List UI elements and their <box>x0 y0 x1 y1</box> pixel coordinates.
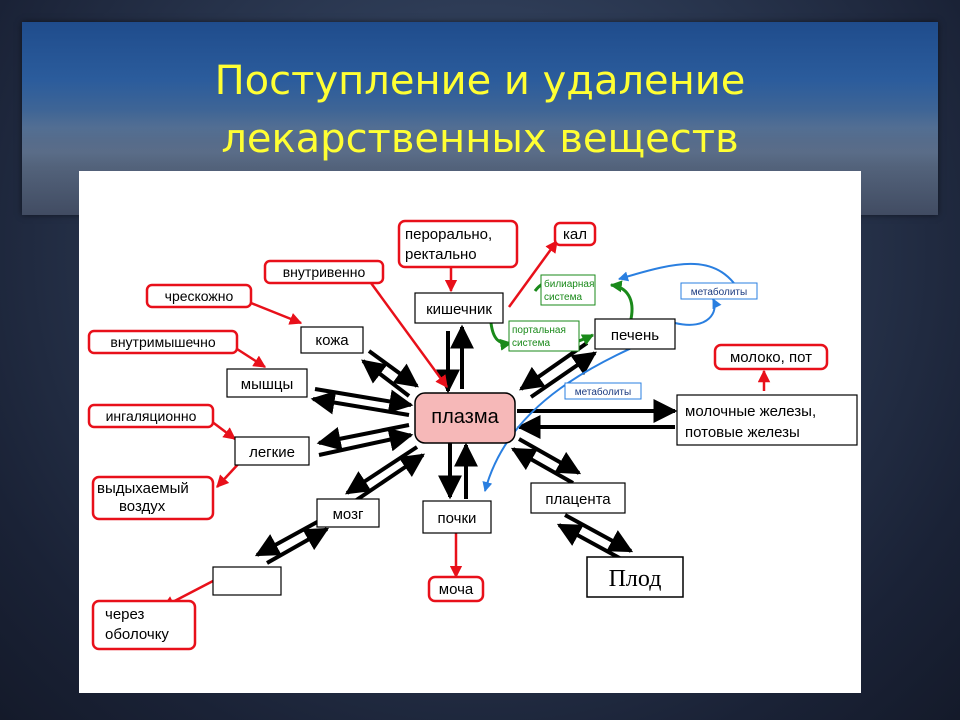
node-myshtsy: мышцы <box>226 368 308 398</box>
organ-nodes: плазма кишечник печень кожа мышцы легкие… <box>212 292 858 598</box>
node-plasma-label: плазма <box>431 406 499 428</box>
node-zhelezy: молочные железы, потовые железы <box>676 394 858 446</box>
label-metabolity-top-text: метаболиты <box>691 286 747 298</box>
route-chreskozhno: чрескожно <box>145 283 253 309</box>
route-vnutrivenno-label: внутривенно <box>283 264 366 280</box>
route-peroralno-label-2: ректально <box>405 246 477 263</box>
node-kishechnik-label: кишечник <box>426 301 492 318</box>
arrow-kozha-plasma <box>367 349 419 388</box>
arrow-legkie-plasma <box>318 427 414 457</box>
node-myshtsy-label: мышцы <box>241 376 294 393</box>
drug-distribution-diagram: плазма кишечник печень кожа мышцы легкие… <box>87 219 858 651</box>
label-portalnaya: портальная система <box>508 320 580 352</box>
node-mozg: мозг <box>316 498 380 528</box>
arrow-plod-platsenta <box>556 523 626 563</box>
arrow-plasma-platsenta <box>518 437 582 475</box>
node-empty-box <box>212 566 282 596</box>
arrow-vnutrimyshechno <box>236 347 267 369</box>
node-plasma: плазма <box>414 392 516 444</box>
route-peroralno-label-1: перорально, <box>405 226 492 243</box>
node-platsenta-label: плацента <box>545 491 611 508</box>
title-line-1: Поступление и удаление <box>214 58 746 104</box>
arrow-plasma-myshtsy <box>310 390 410 417</box>
node-legkie: легкие <box>234 436 310 466</box>
arrow-portalnaya <box>489 322 513 351</box>
label-biliarnaya: билиарная система <box>540 274 596 306</box>
route-mocha-label: моча <box>439 581 474 598</box>
node-legkie-label: легкие <box>249 444 295 461</box>
node-platsenta: плацента <box>530 482 626 514</box>
node-plod: Плод <box>586 556 684 598</box>
arrow-biliarnaya <box>609 280 634 320</box>
arrow-pechen-metabolity <box>674 298 722 326</box>
route-moloko: молоко, пот <box>713 343 829 371</box>
route-obolochka: через оболочку <box>91 599 197 651</box>
label-portalnaya-2: система <box>512 338 550 349</box>
arrow-platsenta-plasma <box>510 447 574 485</box>
arrow-plasma-kozha <box>361 359 411 398</box>
label-portalnaya-1: портальная <box>512 325 566 336</box>
arrow-mozg-box <box>254 519 320 557</box>
node-pochki-label: почки <box>438 510 477 527</box>
route-mocha: моча <box>427 575 485 603</box>
node-mozg-label: мозг <box>333 506 364 523</box>
node-pochki: почки <box>422 500 492 534</box>
arrow-box-mozg <box>266 527 330 565</box>
arrow-plasma-mozg <box>344 445 419 495</box>
node-pechen-label: печень <box>611 327 659 344</box>
route-vydykh-label-1: выдыхаемый <box>97 480 189 497</box>
arrow-chreskozhno <box>250 301 303 325</box>
node-zhelezy-label-1: молочные железы, <box>685 403 816 420</box>
arrow-ingalyatsionno <box>210 420 236 440</box>
page-title: Поступление и удаление лекарственных вещ… <box>0 52 960 168</box>
arrow-kal <box>507 239 559 308</box>
route-vydykh-label-2: воздух <box>119 498 166 515</box>
label-biliarnaya-2: система <box>544 292 582 303</box>
arrow-mozg-plasma <box>353 453 425 503</box>
system-labels: билиарная система портальная система мет… <box>508 274 758 400</box>
route-vnutrivenno: внутривенно <box>263 259 385 285</box>
node-zhelezy-label-2: потовые железы <box>685 424 800 441</box>
node-kozha: кожа <box>300 326 364 354</box>
arrow-plasma-pechen <box>529 351 597 399</box>
route-vnutrimyshechno-label: внутримышечно <box>110 334 215 350</box>
route-ingalyatsionno: ингаляционно <box>87 403 215 429</box>
arrow-platsenta-plod <box>564 513 634 553</box>
route-kal: кал <box>553 221 597 247</box>
label-biliarnaya-1: билиарная <box>544 278 594 290</box>
route-vydykh: выдыхаемый воздух <box>91 475 215 521</box>
node-pechen: печень <box>594 318 676 350</box>
label-metabolity-mid-text: метаболиты <box>575 386 631 398</box>
route-obolochka-label-2: оболочку <box>105 626 169 643</box>
route-moloko-label: молоко, пот <box>730 349 812 366</box>
transport-arrows <box>254 324 678 565</box>
route-vnutrimyshechno: внутримышечно <box>87 329 239 355</box>
label-metabolity-mid: метаболиты <box>564 382 642 400</box>
route-peroralno: перорально, ректально <box>397 219 519 269</box>
route-ingalyatsionno-label: ингаляционно <box>106 408 197 424</box>
route-boxes: перорально, ректально кал внутривенно чр… <box>87 219 829 651</box>
node-plod-label: Плод <box>609 566 662 592</box>
node-kishechnik: кишечник <box>414 292 504 324</box>
route-chreskozhno-label: чрескожно <box>165 288 234 304</box>
title-line-2: лекарственных веществ <box>221 116 739 162</box>
node-kozha-label: кожа <box>315 332 349 349</box>
route-obolochka-label-1: через <box>105 606 145 623</box>
arrow-vnutrivenno <box>369 282 449 389</box>
route-kal-label: кал <box>563 226 587 243</box>
label-metabolity-top: метаболиты <box>680 282 758 300</box>
diagram-panel: плазма кишечник печень кожа мышцы легкие… <box>79 171 861 693</box>
